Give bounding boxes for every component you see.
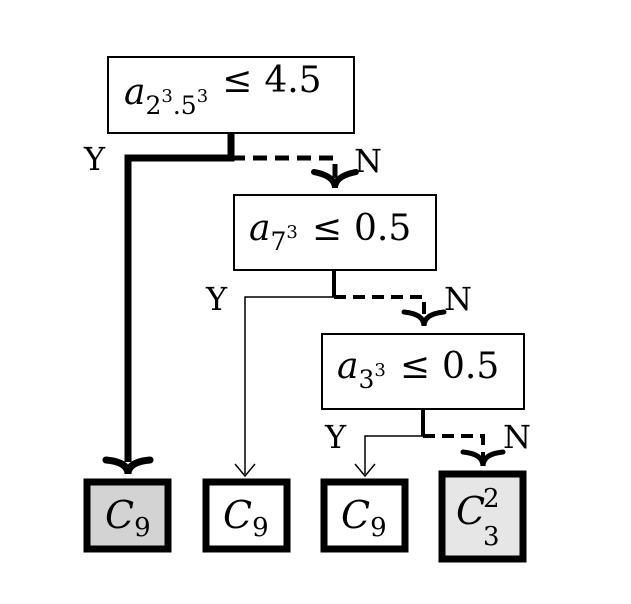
leaf-4-sub: 3 [483,522,500,552]
leaf-3-sub: 9 [370,513,387,543]
node3-no-label: N [503,418,531,456]
leaf-4-class: C [456,489,485,533]
root-node-sub-sup2: 3 [197,86,208,107]
node3-op: ≤ [400,346,430,387]
root-node-sub-mid: .5 [173,91,197,120]
leaf-2-box [202,478,291,553]
leaf-node-4: C 2 3 [438,470,527,563]
leaf-node-1: C9 [83,478,172,553]
root-node-var: a [124,72,145,113]
node3-sub: 3 [358,365,374,394]
node2-yes-label: Y [205,280,228,318]
root-no-arrowhead [311,169,359,189]
node3-var: a [337,346,358,387]
node3: a33 ≤0.5 [321,333,525,410]
leaf-node-3: C9 [320,478,409,553]
root-node: a23.53≤4.5 [107,56,355,134]
node3-sub-sup: 3 [374,360,385,381]
node2-var: a [249,208,270,249]
node3-yes-label: Y [324,418,347,456]
node2-op: ≤ [312,208,342,249]
node2-sub: 7 [270,227,286,256]
leaf-4-sup: 2 [483,484,500,514]
leaf-2-sub: 9 [252,513,269,543]
node3-yes-arrowhead [354,463,376,478]
leaf-2-label: C9 [223,493,269,543]
leaf-1-sub: 9 [134,513,151,543]
leaf-node-2: C9 [202,478,291,553]
leaf-1-class: C [105,493,134,537]
leaf-1-box [83,478,172,553]
node2-box [233,194,437,271]
node2-yes-edge [244,270,335,474]
node2: a73 ≤0.5 [233,194,437,271]
leaf-3-class: C [341,493,370,537]
node3-box [321,333,525,410]
node2-threshold: 0.5 [354,208,411,249]
root-yes-arrowhead [102,456,154,475]
root-node-box [107,56,355,134]
root-node-condition: a23.53≤4.5 [124,60,322,120]
root-node-sub: 2 [145,91,161,120]
node3-threshold: 0.5 [442,346,499,387]
leaf-2-class: C [223,493,252,537]
node2-no-edge [334,295,426,322]
node2-no-label: N [444,280,472,318]
node3-no-arrowhead [460,449,506,467]
root-no-label: N [354,142,382,180]
leaf-3-label: C9 [341,493,387,543]
node2-no-arrowhead [401,309,447,327]
root-node-sub-sup: 3 [161,86,172,107]
root-node-op: ≤ [222,60,252,101]
root-no-edge [231,155,338,184]
node2-condition: a73 ≤0.5 [249,208,411,256]
leaf-4-label: C [456,489,485,533]
node3-condition: a33 ≤0.5 [337,346,499,394]
node2-yes-arrowhead [234,463,256,478]
root-yes-label: Y [83,140,106,178]
node2-sub-sup: 3 [286,222,297,243]
leaf-3-box [320,478,409,553]
leaf-4-box [438,470,527,563]
leaf-1-label: C9 [105,493,151,543]
root-node-threshold: 4.5 [264,60,321,101]
node3-no-edge [423,434,485,460]
root-yes-edge [124,134,235,462]
